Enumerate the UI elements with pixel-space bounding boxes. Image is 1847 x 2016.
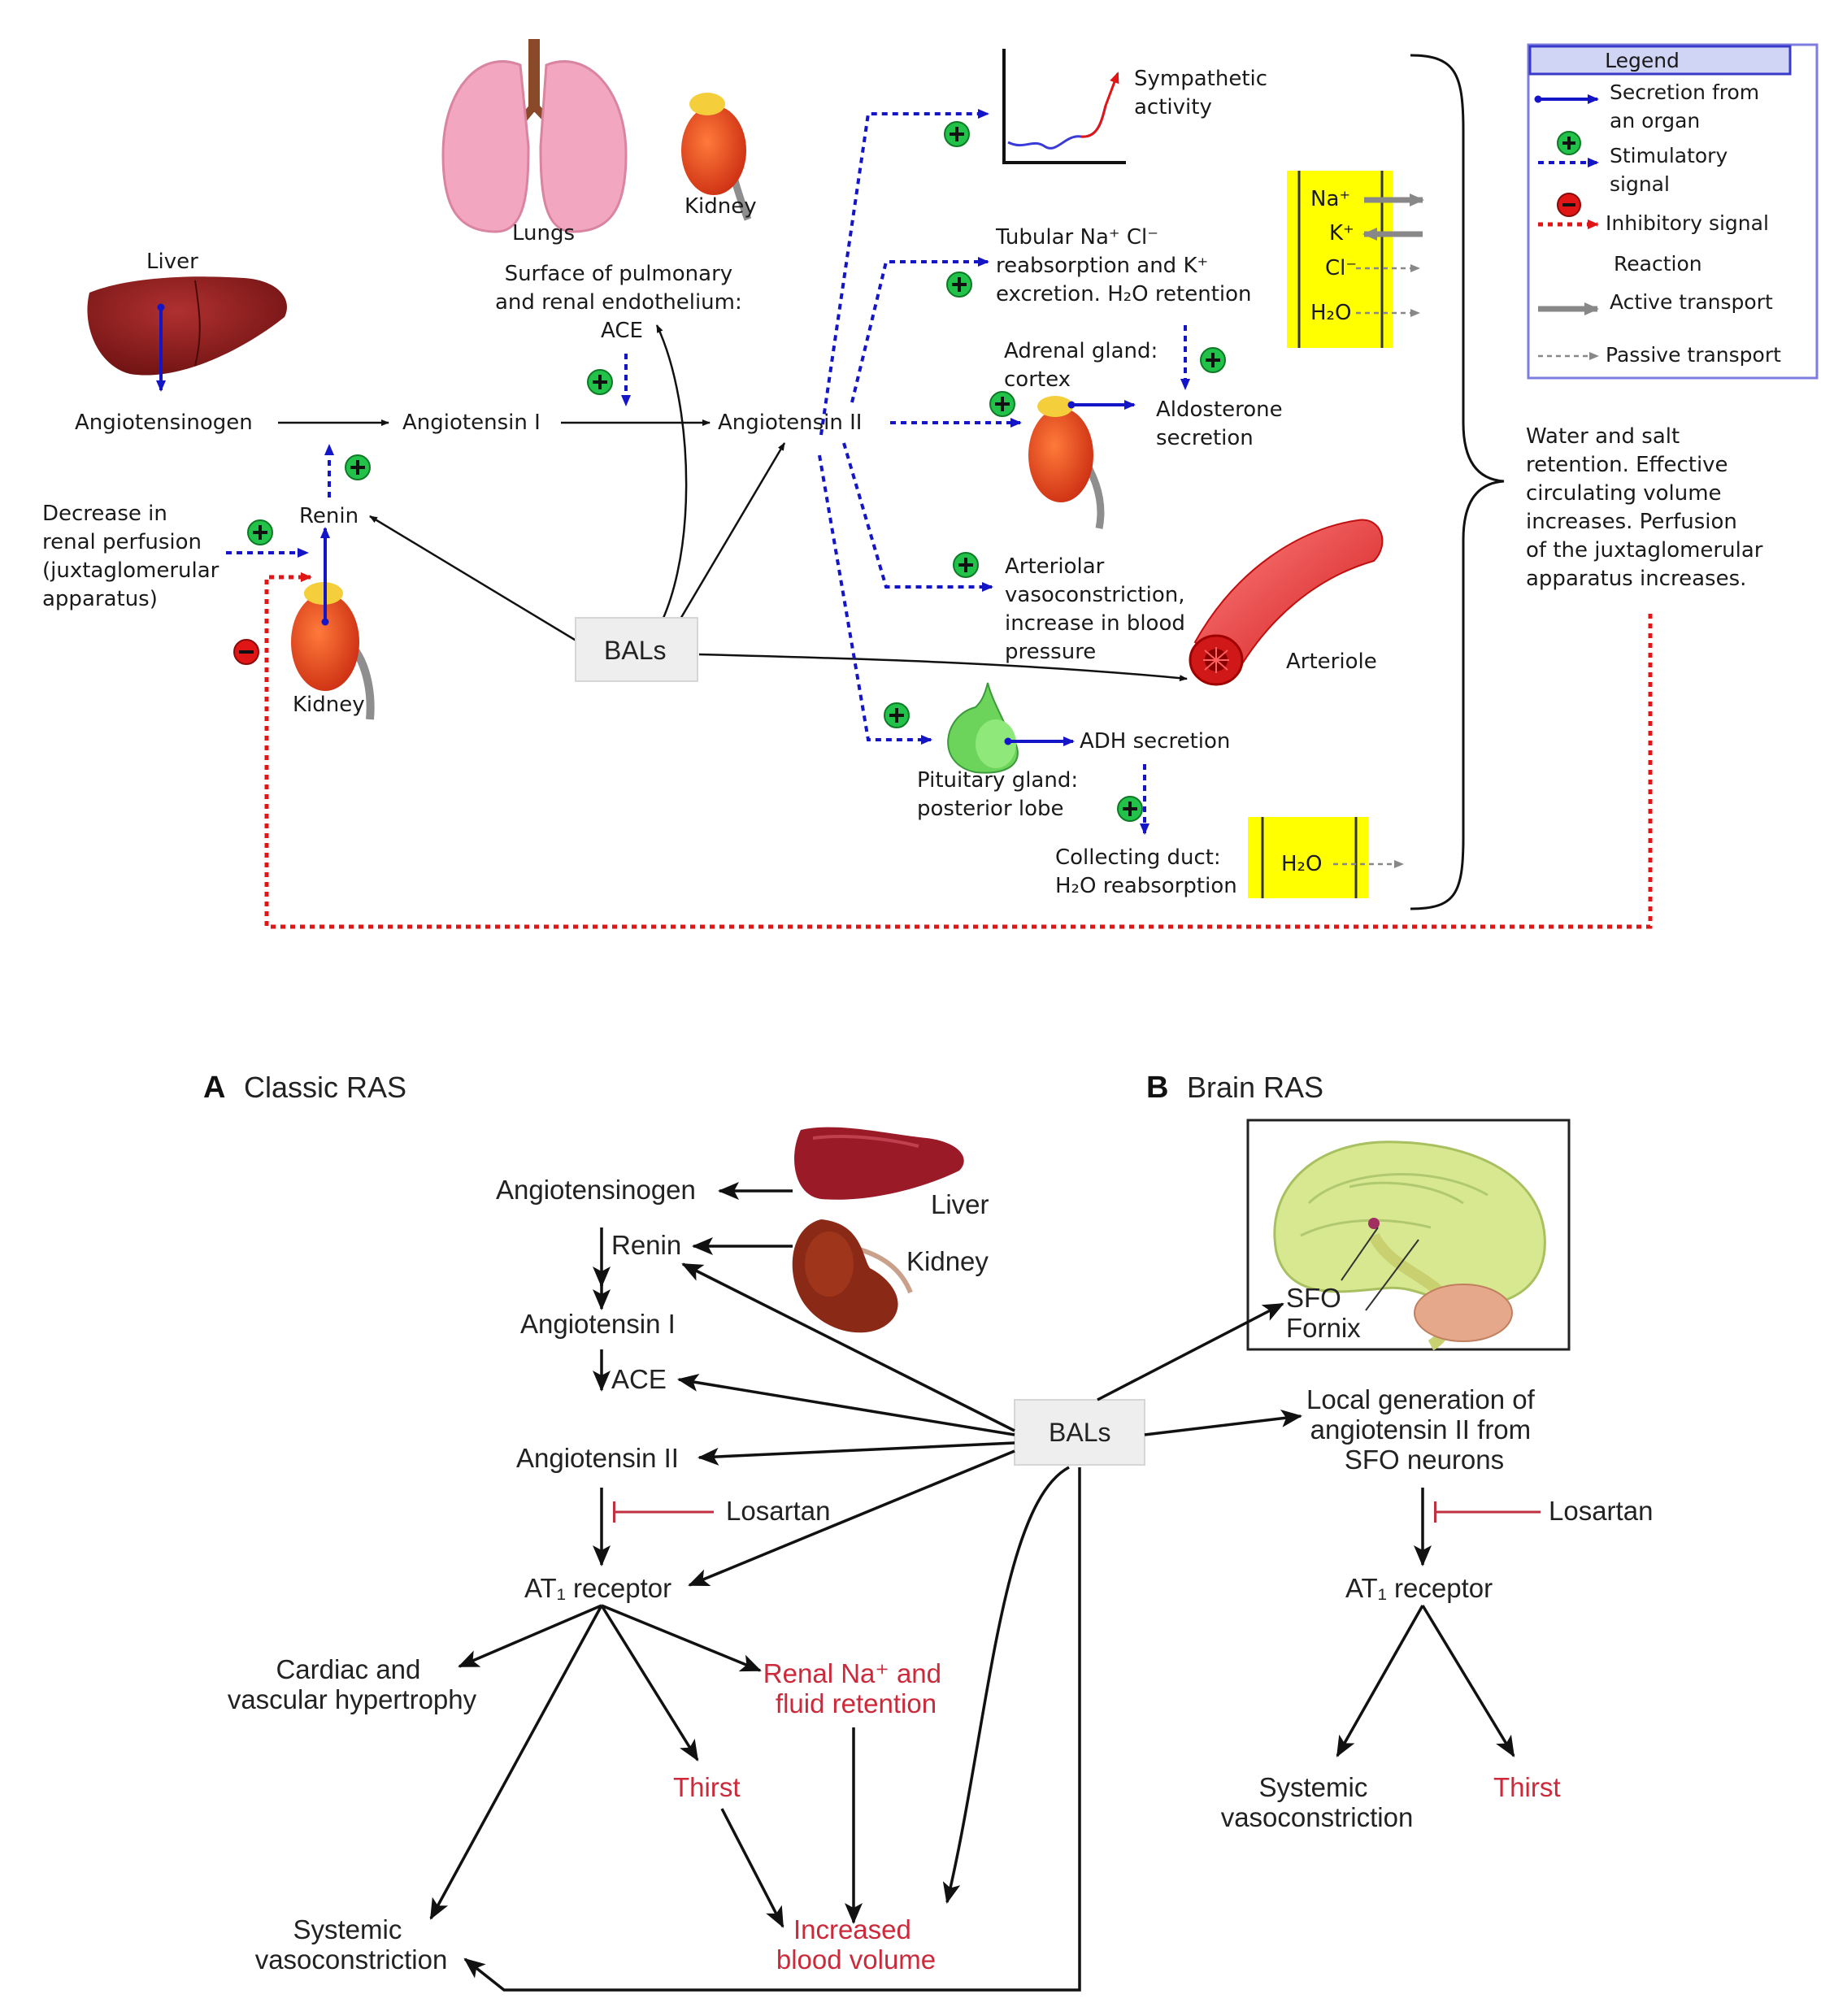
legend-secretion-label: Secretion from an organ [1610,80,1766,133]
b-angiotensin-1: Angiotensin I [520,1309,676,1339]
b-renin: Renin [611,1230,681,1260]
b-systemic-vasoconstriction-a: Systemic vasoconstriction [255,1914,448,1975]
inhibitory-feedback-loop [264,572,1653,929]
ion-k: K⁺ [1329,221,1354,245]
b-kidney: Kidney [906,1246,989,1276]
bals-box-bottom [1014,1399,1145,1466]
adrenal-cortex-label: Adrenal gland: cortex [1004,339,1165,392]
b-sfo: SFO [1286,1283,1341,1313]
legend-title: Legend [1605,49,1680,72]
plus-signal-icon [345,454,371,480]
b-angiotensinogen: Angiotensinogen [496,1175,696,1205]
tubular-reabsorption-label: Tubular Na⁺ Cl⁻ reabsorption and K⁺ excr… [995,225,1252,306]
b-liver: Liver [931,1189,989,1219]
legend-reaction-label: Reaction [1614,252,1702,276]
kidney-top-label: Kidney [684,194,757,219]
b-losartan-a: Losartan [726,1496,830,1526]
pituitary-label: Pituitary gland: posterior lobe [917,768,1084,821]
legend: Legend Secretion from an organ Stimulato… [1527,43,1819,380]
b-cardiac-hypertrophy: Cardiac and vascular hypertrophy [228,1654,477,1714]
panel-a-title: Classic RAS [244,1071,406,1104]
liver-bottom-illustration [794,1127,964,1200]
collecting-duct-box [1248,817,1404,898]
b-bals-label: BALs [1049,1418,1110,1447]
b-at1-receptor-b: AT₁ receptor [1345,1573,1493,1603]
plus-signal-icon [1117,796,1143,822]
plus-signal-icon [946,272,972,298]
b-fornix: Fornix [1286,1313,1361,1343]
b-losartan-b: Losartan [1549,1496,1653,1526]
sympathetic-activity-label: Sympathetic activity [1134,67,1274,119]
arteriolar-vasoconstriction-label: Arteriolar vasoconstriction, increase in… [1005,554,1192,664]
ion-transport-box [1287,171,1424,348]
b-ace: ACE [611,1364,667,1394]
arrow-bals-to-ace [649,324,688,643]
angiotensinogen-label: Angiotensinogen [75,411,253,435]
renin-label: Renin [299,504,359,528]
ion-h2o: H₂O [1310,301,1351,325]
plus-signal-icon [989,391,1015,417]
brain-illustration-box [1246,1119,1571,1351]
water-salt-retention-label: Water and salt retention. Effective circ… [1526,424,1770,591]
kidney-bottom-illustration [792,1219,913,1333]
angiotensin-2-label: Angiotensin II [718,411,862,435]
lungs-illustration [441,39,628,233]
b-thirst-a: Thirst [673,1772,741,1802]
liver-label: Liver [146,250,198,274]
adrenal-kidney-illustration [1028,396,1136,529]
kidney-left-label: Kidney [293,693,365,717]
arrow-bals-to-ang2 [665,442,786,643]
legend-passive-label: Passive transport [1606,343,1781,367]
bals-label-top: BALs [604,636,666,665]
lungs-label: Lungs [512,221,575,245]
arrow-bals-to-arteriole [698,653,1188,682]
arrow-bals-to-renin [369,515,580,644]
kidney-left-illustration [291,527,375,720]
b-thirst-b: Thirst [1493,1772,1561,1802]
ion-cl: Cl⁻ [1325,256,1357,280]
adh-secretion-label: ADH secretion [1080,729,1230,754]
panel-b-letter: B [1146,1071,1168,1105]
plus-signal-icon [247,519,273,545]
collecting-duct-label: Collecting duct: H₂O reabsorption [1055,845,1237,898]
kidney-top-illustration [681,93,752,221]
outcome-brace [1410,54,1505,910]
liver-top-illustration [87,276,287,392]
legend-inhibitory-label: Inhibitory signal [1606,211,1769,235]
ace-label: Surface of pulmonary and renal endotheli… [495,262,749,343]
plus-signal-icon [944,121,970,147]
sympathetic-chart-icon [1002,49,1126,164]
arteriole-label: Arteriole [1286,650,1377,674]
panel-a-letter: A [203,1071,225,1105]
plus-signal-icon [587,369,613,395]
plus-signal-icon [884,702,910,728]
b-at1-receptor-a: AT₁ receptor [524,1573,671,1603]
plus-signal-icon [1200,347,1226,373]
legend-stimulatory-label: Stimulatory signal [1610,144,1734,196]
angiotensin-1-label: Angiotensin I [402,411,541,435]
collecting-h2o: H₂O [1281,852,1322,876]
legend-plus-icon [1557,131,1581,155]
b-local-generation: Local generation of angiotensin II from … [1306,1384,1542,1475]
b-increased-blood-volume: Increased blood volume [776,1914,936,1975]
b-renal-retention: Renal Na⁺ and fluid retention [763,1658,949,1718]
pituitary-illustration [947,682,1075,774]
bals-box-top [575,617,698,682]
minus-signal-icon [233,639,259,665]
arteriole-illustration [1189,519,1384,686]
plus-signal-icon [953,552,979,578]
legend-minus-icon [1557,193,1581,217]
aldosterone-secretion-label: Aldosterone secretion [1156,398,1289,450]
legend-active-label: Active transport [1610,290,1773,314]
b-angiotensin-2: Angiotensin II [516,1443,679,1473]
panel-b-title: Brain RAS [1187,1071,1323,1104]
b-systemic-vasoconstriction-b: Systemic vasoconstriction [1221,1772,1414,1832]
decrease-renal-perfusion-label: Decrease in renal perfusion (juxtaglomer… [42,502,226,611]
ion-na: Na⁺ [1310,187,1350,211]
